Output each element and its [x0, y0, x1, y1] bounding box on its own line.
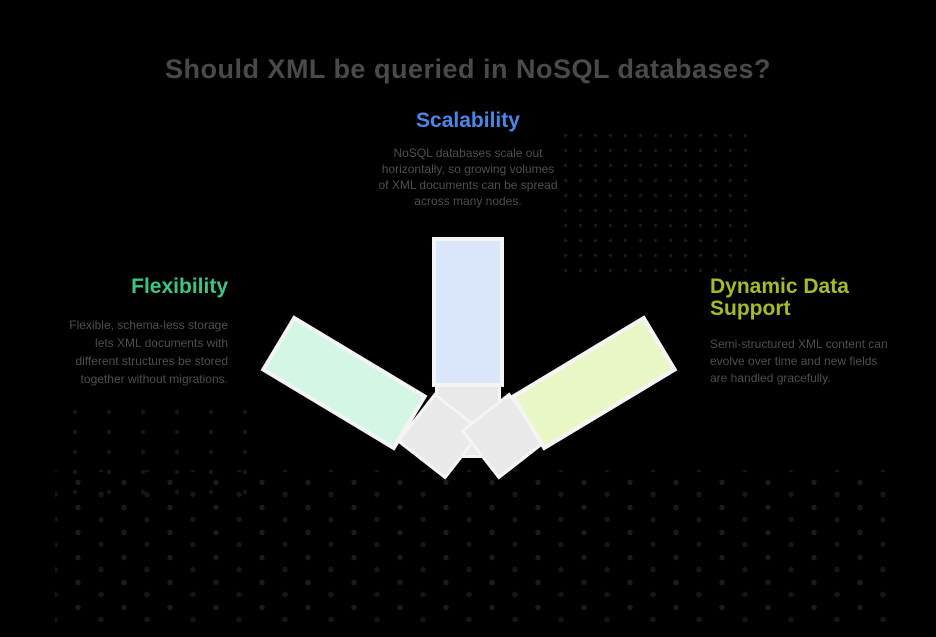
scalability-paragraph: NoSQL databases scale out horizontally, …: [378, 146, 558, 208]
page-title: Should XML be queried in NoSQL databases…: [164, 54, 772, 84]
dynamic-data-support-petal: [510, 315, 678, 451]
dynamic-data-support-paragraph: Semi-structured XML content can evolve o…: [710, 337, 888, 385]
section-dynamic-data-support: Dynamic Data Support Semi-structured XML…: [710, 276, 896, 387]
section-flexibility: Flexibility Flexible, schema-less storag…: [52, 276, 228, 388]
scalability-heading: Scalability: [416, 109, 520, 132]
noise-texture-left: [58, 402, 258, 502]
dynamic-data-support-heading: Dynamic Data Support: [710, 275, 849, 320]
scalability-petal: [432, 237, 504, 387]
section-scalability: Scalability NoSQL databases scale out ho…: [358, 110, 578, 209]
flexibility-paragraph: Flexible, schema-less storage lets XML d…: [69, 318, 228, 386]
flexibility-heading: Flexibility: [131, 275, 228, 298]
flexibility-petal: [260, 315, 428, 451]
noise-texture-bottom: [55, 470, 895, 628]
noise-texture-top-right: [558, 128, 753, 278]
